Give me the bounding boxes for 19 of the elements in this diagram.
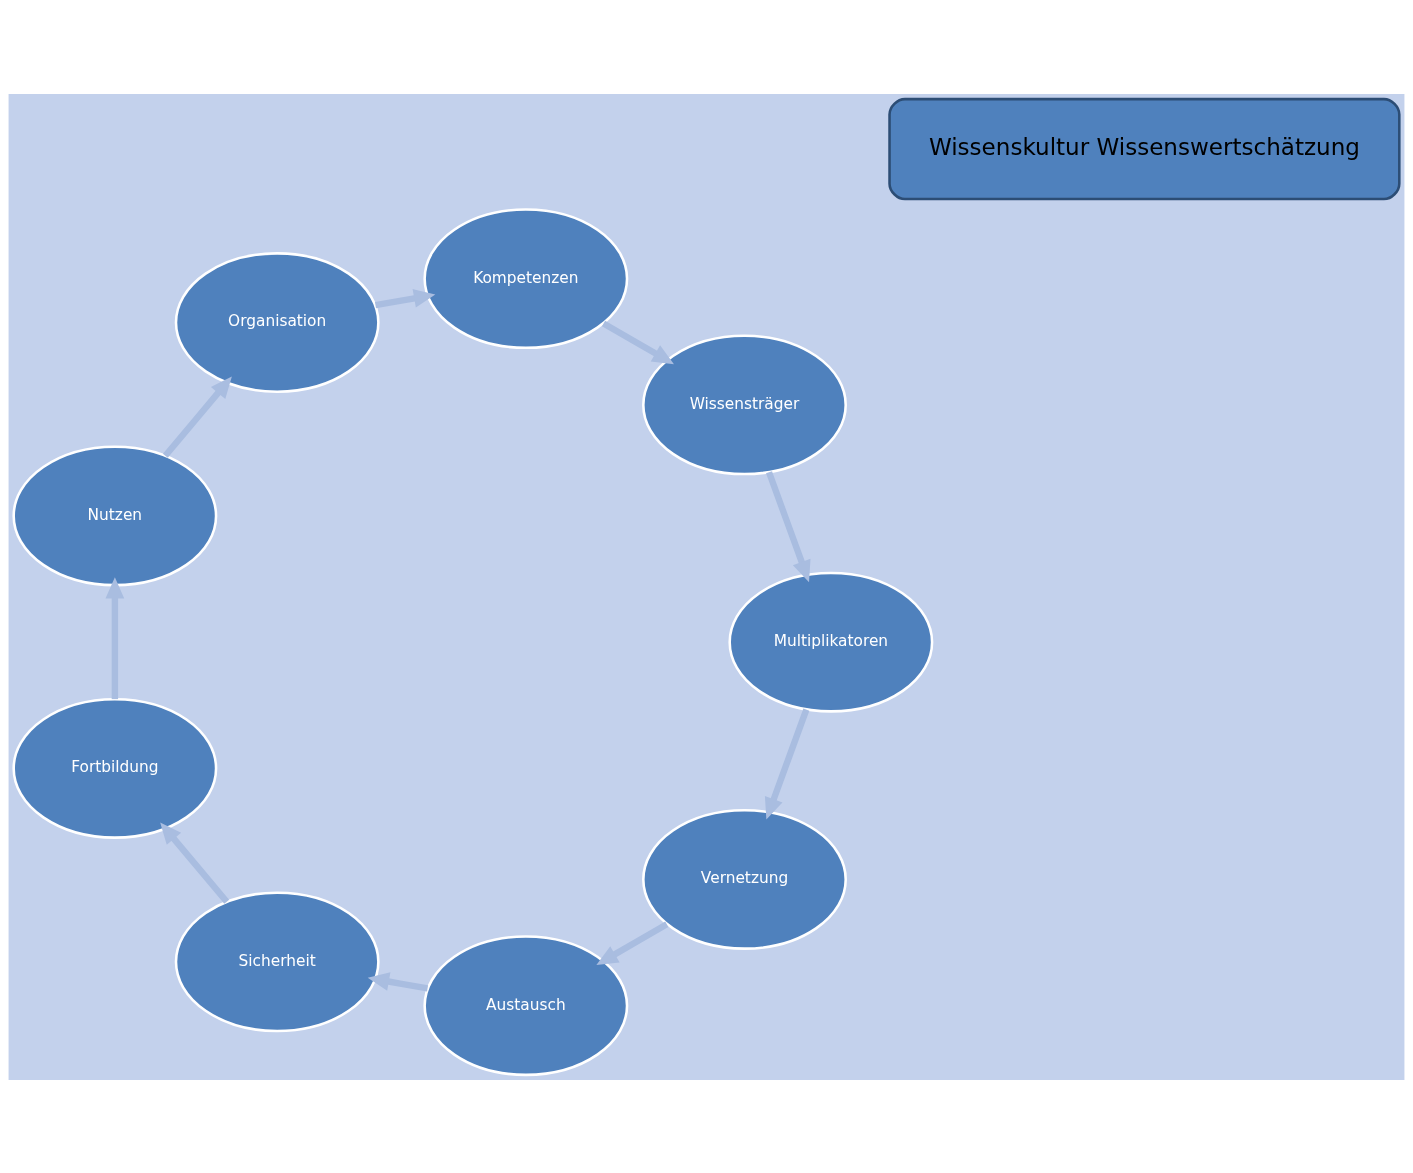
arrow — [374, 288, 436, 308]
node-ellipse: Multiplikatoren — [728, 571, 934, 713]
node-ellipse: Kompetenzen — [423, 207, 629, 349]
arrow — [766, 470, 811, 582]
arrow — [601, 320, 674, 364]
arrow — [764, 707, 810, 819]
node-box: Wissenskultur Wissenswertschätzung — [888, 97, 1401, 200]
node-ellipse: Fortbildung — [12, 697, 218, 839]
arrow — [105, 576, 125, 699]
arrow — [160, 821, 230, 904]
node-ellipse: Vernetzung — [642, 808, 847, 950]
arrow — [596, 921, 669, 965]
node-ellipse: Wissensträger — [642, 333, 847, 475]
node-ellipse: Organisation — [174, 251, 380, 393]
node-ellipse: Nutzen — [12, 445, 218, 586]
arrow — [367, 971, 429, 992]
node-ellipse: Sicherheit — [174, 890, 380, 1032]
node-ellipse: Austausch — [423, 934, 629, 1076]
arrow — [162, 376, 232, 458]
